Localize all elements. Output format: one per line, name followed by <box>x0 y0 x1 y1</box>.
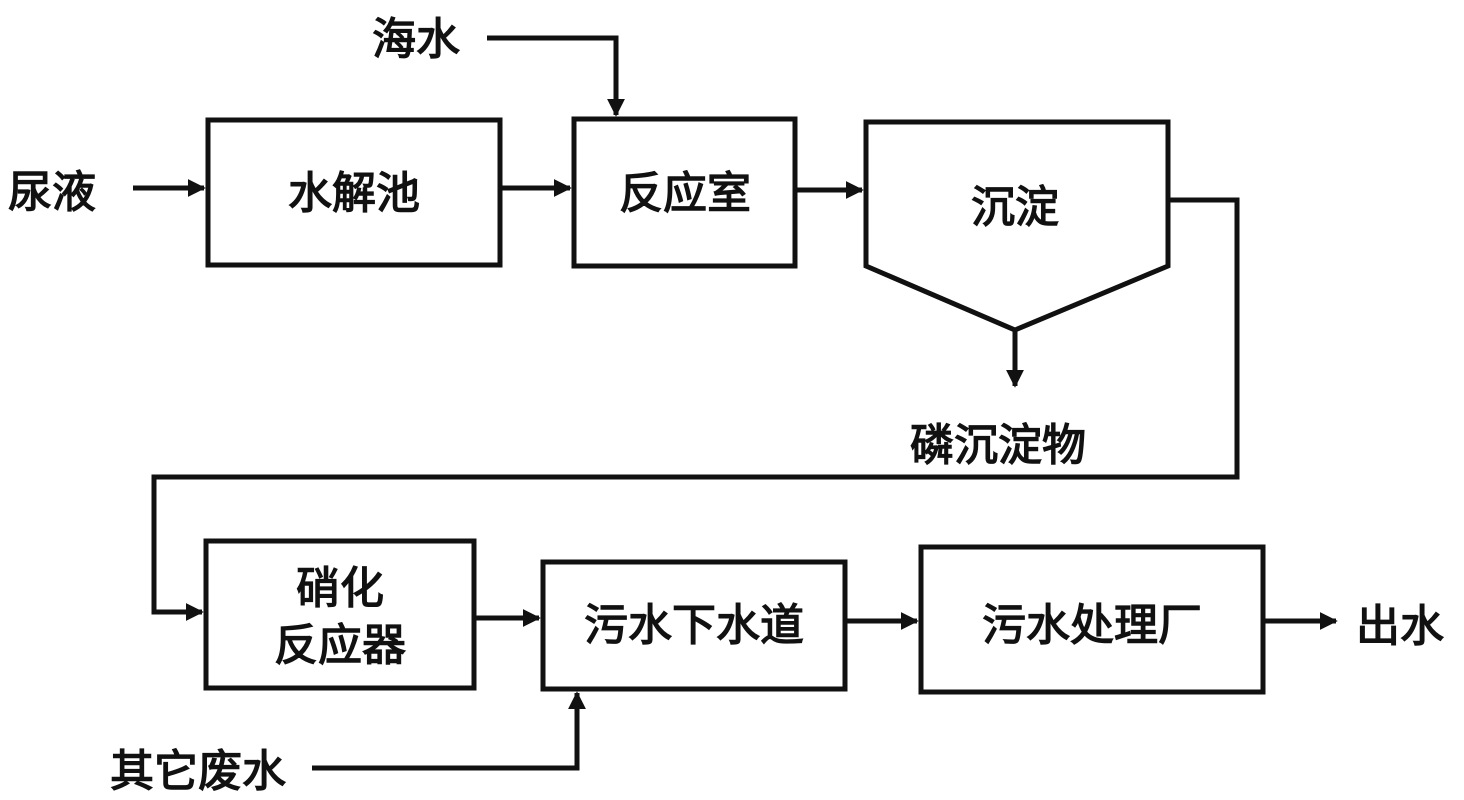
settling-tank-shape <box>863 119 1171 333</box>
arrow-seawater-to-reactor <box>487 35 625 117</box>
other-wastewater-label: 其它废水 <box>110 746 287 797</box>
sewer-label: 污水下水道 <box>584 600 804 651</box>
nitrification-label-line2: 反应器 <box>274 620 407 671</box>
arrow-other-wastewater-to-sewer <box>312 691 586 771</box>
reaction-chamber-label: 反应室 <box>619 168 751 219</box>
nitrification-reactor-box <box>203 538 477 691</box>
effluent-output-label: 出水 <box>1356 601 1445 652</box>
reaction-chamber-box <box>571 116 798 269</box>
hydrolysis-tank-label: 水解池 <box>288 168 420 219</box>
treatment-plant-label: 污水处理厂 <box>982 600 1202 651</box>
seawater-input-label: 海水 <box>372 14 461 65</box>
urine-input-label: 尿液 <box>8 167 96 218</box>
nitrification-label-line1: 硝化 <box>296 563 384 614</box>
arrow-settling-to-nitrification <box>151 197 1240 621</box>
treatment-plant-box <box>918 544 1266 695</box>
hydrolysis-tank-box <box>205 117 503 268</box>
phosphorus-precipitate-label: 磷沉淀物 <box>910 420 1086 471</box>
sewer-box <box>540 559 848 692</box>
settling-tank-label: 沉淀 <box>971 182 1059 233</box>
